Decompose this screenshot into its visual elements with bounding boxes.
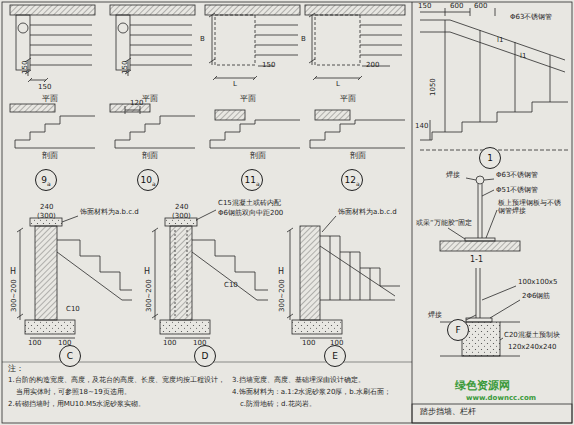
dimension: 300~200 xyxy=(279,279,287,312)
detail-number: 9 xyxy=(41,175,47,185)
annotation: 焊接 xyxy=(446,172,460,180)
dimension: l1 xyxy=(520,53,526,61)
view-title: 剖面 xyxy=(250,152,266,161)
sheet-index: a xyxy=(47,180,51,187)
dimension: 1050 xyxy=(430,78,438,96)
dimension: H xyxy=(278,268,284,277)
note-heading: 注： xyxy=(8,365,24,373)
dimension: 240 xyxy=(40,204,53,212)
note-text: c.防滑地砖；d.花岗岩。 xyxy=(240,401,316,409)
dimension: (300) xyxy=(37,213,56,221)
detail-index-circle: E xyxy=(324,345,346,367)
dimension: 150 xyxy=(38,84,51,92)
dimension: 150 xyxy=(122,61,130,74)
view-title: 平面 xyxy=(340,95,356,104)
dimension: 300~200 xyxy=(146,279,154,312)
sheet-title: 踏步挡墙、栏杆 xyxy=(420,408,476,417)
dimension: 100 xyxy=(58,340,71,348)
note-text: 2.砖砌挡墙时，用MU10.M5水泥砂浆实砌。 xyxy=(8,401,145,409)
detail-number: D xyxy=(202,351,209,361)
dimension: 120 xyxy=(130,100,143,108)
detail-index-circle: 11a xyxy=(241,169,263,191)
dimension: 100 xyxy=(28,340,41,348)
material-note: C10 xyxy=(66,306,80,314)
dimension: 100 xyxy=(302,340,315,348)
note-text: 1.台阶的构造宽度、高度，及花台的高度、长度、宽度均按工程设计， xyxy=(8,377,225,385)
view-title: 平面 xyxy=(240,95,256,104)
detail-index-circle: 1 xyxy=(479,147,501,169)
material-note: C10 xyxy=(224,282,238,290)
sheet-index: a xyxy=(356,180,360,187)
dimension: 150 xyxy=(22,61,30,74)
detail-number: 11 xyxy=(244,175,255,185)
view-title: 剖面 xyxy=(142,152,158,161)
view-title: 剖面 xyxy=(350,152,366,161)
view-title: 平面 xyxy=(142,95,158,104)
detail-index-circle: C xyxy=(59,345,81,367)
dimension: 100 xyxy=(163,340,176,348)
sheet-index: a xyxy=(152,180,156,187)
detail-index-circle: 12a xyxy=(341,169,363,191)
note-text: 3.挡墙宽度、高度、基础埋深由设计确定。 xyxy=(232,377,365,385)
dimension: 100 xyxy=(330,340,343,348)
detail-index-circle: 9a xyxy=(35,169,57,191)
dimension: 240 xyxy=(175,204,188,212)
material-note: C20混凝土预制块 xyxy=(504,332,560,340)
annotation: 板上预埋钢板与不锈钢管焊接 xyxy=(498,200,564,215)
dimension: 300~200 xyxy=(11,279,19,312)
detail-number: E xyxy=(332,351,338,361)
dimension: 150 xyxy=(262,62,275,70)
view-title: 剖面 xyxy=(42,152,58,161)
detail-number: F xyxy=(455,325,460,335)
material-note: Φ51不锈钢管 xyxy=(496,187,538,195)
watermark: 绿色资源网 xyxy=(455,380,510,392)
dimension: 140 xyxy=(415,123,428,131)
material-note: C15混凝土或砖内配 xyxy=(218,200,281,208)
dimension: H xyxy=(144,268,150,277)
note-text: 当用实体时，可参照18~19页选用。 xyxy=(16,389,131,397)
detail-index-circle: D xyxy=(194,345,216,367)
dimension: 100 xyxy=(193,340,206,348)
material-note: Φ63不锈钢管 xyxy=(496,172,538,180)
detail-number: C xyxy=(67,351,73,361)
watermark: www.downcc.com xyxy=(466,395,536,403)
dimension: 150 xyxy=(418,3,431,11)
dimension: H xyxy=(10,268,16,277)
note-text: 4.饰面材料为：a.1:2水泥砂浆20厚，b.水刷石面； xyxy=(232,389,391,397)
detail-number: 12 xyxy=(344,175,355,185)
view-title: 平面 xyxy=(42,95,58,104)
material-note: Φ6钢筋双向中距200 xyxy=(218,210,283,218)
dimension: l1 xyxy=(497,37,503,45)
detail-index-circle: F xyxy=(447,319,469,341)
material-note: 2Φ6钢筋 xyxy=(522,293,550,301)
dimension: 120x240x240 xyxy=(508,344,556,352)
dimension: L xyxy=(336,81,340,89)
sheet-index: a xyxy=(256,180,260,187)
material-note: Φ63不锈钢管 xyxy=(510,14,552,22)
material-note: 饰面材料为a.b.c.d xyxy=(80,209,139,217)
dimension: 600 xyxy=(450,3,463,11)
dimension: B xyxy=(200,36,205,44)
material-note: 100x100x5 xyxy=(518,279,557,287)
dimension: L xyxy=(233,81,237,89)
detail-number: 1 xyxy=(487,153,493,163)
annotation: 焊接 xyxy=(428,312,442,320)
material-note: 饰面材料为a.b.c.d xyxy=(338,209,397,217)
detail-index-circle: 10a xyxy=(137,169,159,191)
dimension: 600 xyxy=(474,3,487,11)
detail-number: 10 xyxy=(140,175,151,185)
section-title: 1-1 xyxy=(470,256,483,265)
dimension: 200 xyxy=(366,62,379,70)
dimension: B xyxy=(301,36,306,44)
annotation: 或采“万能胶”固定 xyxy=(416,220,472,228)
dimension: (300) xyxy=(172,213,191,221)
